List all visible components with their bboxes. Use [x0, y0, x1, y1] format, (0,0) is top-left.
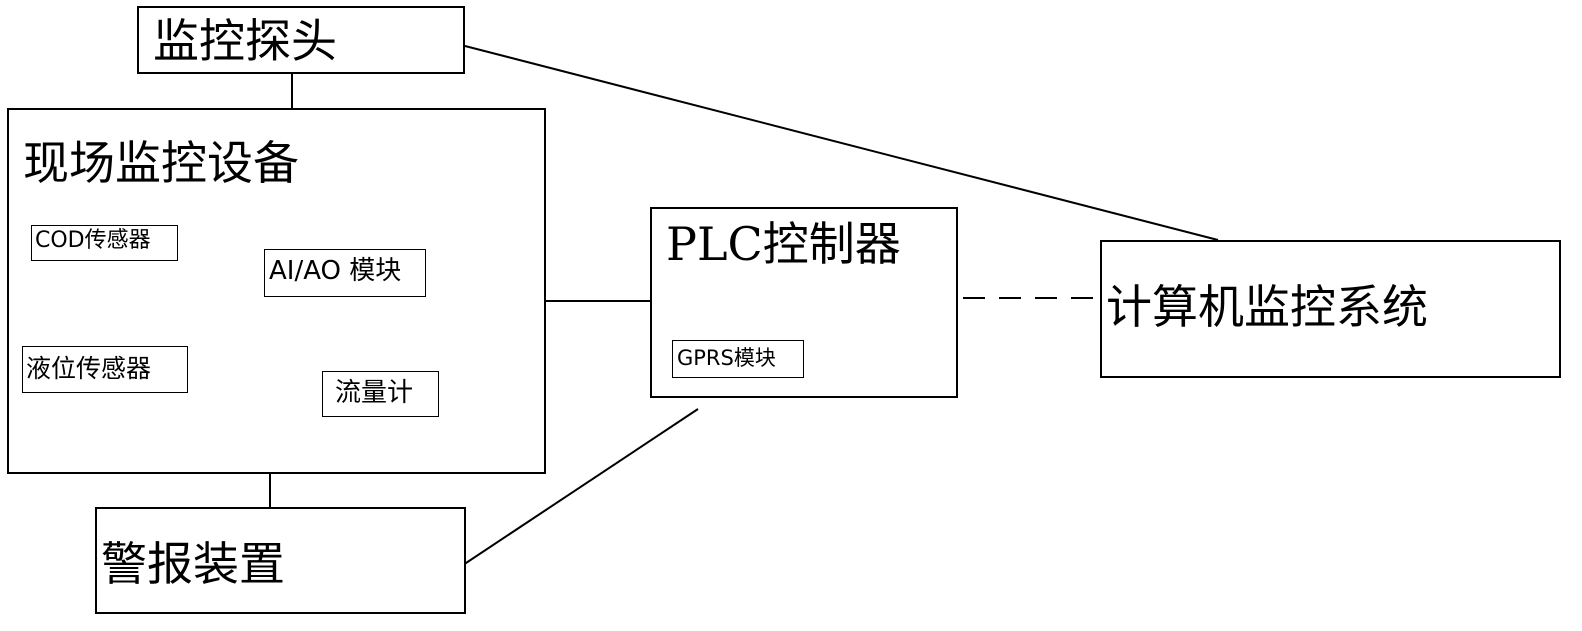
alarm-device-label: 警报装置 [101, 537, 285, 591]
monitoring-probe-box: 监控探头 [137, 6, 465, 74]
computer-monitoring-system-box: 计算机监控系统 [1100, 240, 1561, 378]
ai-ao-module-label: AI/AO 模块 [269, 256, 402, 286]
gprs-module-label: GPRS模块 [677, 346, 776, 370]
alarm-device-box: 警报装置 [95, 507, 466, 614]
plc-controller-label: PLC控制器 [666, 217, 901, 271]
flowmeter-label: 流量计 [335, 378, 414, 408]
level-sensor-label: 液位传感器 [26, 354, 152, 383]
cod-sensor-label: COD传感器 [35, 228, 151, 253]
flowmeter-box: 流量计 [322, 371, 439, 417]
cod-sensor-box: COD传感器 [31, 225, 178, 261]
site-monitoring-equipment-label: 现场监控设备 [23, 136, 299, 190]
gprs-module-box: GPRS模块 [672, 340, 804, 378]
ai-ao-module-box: AI/AO 模块 [264, 249, 426, 297]
computer-monitoring-system-label: 计算机监控系统 [1106, 280, 1428, 334]
monitoring-probe-label: 监控探头 [153, 14, 337, 68]
level-sensor-box: 液位传感器 [22, 346, 188, 393]
